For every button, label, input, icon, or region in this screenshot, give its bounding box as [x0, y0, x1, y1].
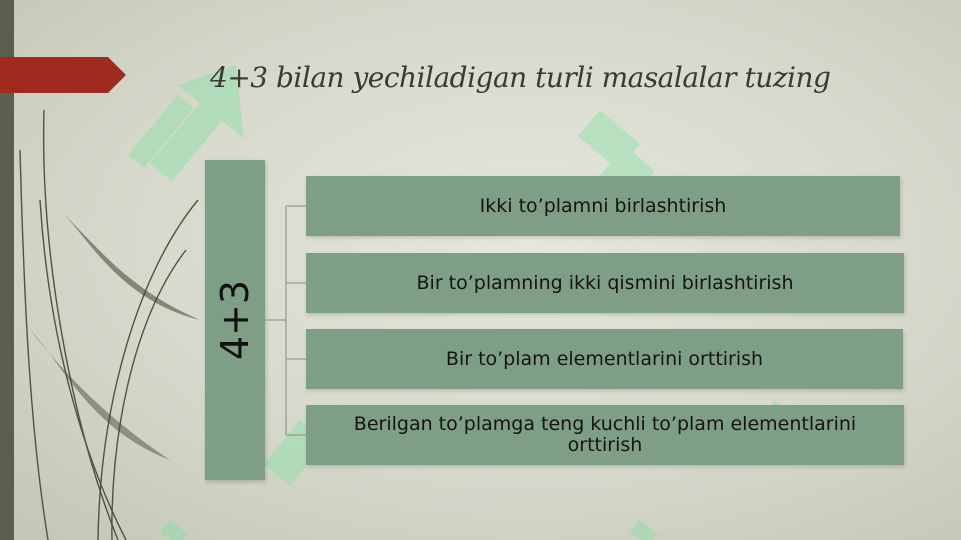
decorative-leaves — [30, 210, 200, 460]
diagram-branch-node: Berilgan to’plamga teng kuchli to’plam e… — [306, 405, 904, 465]
diagram-branch-node: Ikki to’plamni birlashtirish — [306, 176, 900, 236]
diagram-branch-label: Ikki to’plamni birlashtirish — [479, 194, 727, 217]
left-accent-strip — [0, 0, 14, 540]
diagram-branch-node: Bir to’plamning ikki qismini birlashtiri… — [306, 253, 904, 313]
diagram-branch-label: Bir to’plam elementlarini orttirish — [445, 347, 764, 370]
diagram-root-node: 4+3 — [205, 160, 265, 480]
diagram-branch-label: Bir to’plamning ikki qismini birlashtiri… — [416, 271, 794, 294]
arrow-pentagon-icon — [0, 57, 126, 93]
diagram-branch-label: Berilgan to’plamga teng kuchli to’plam e… — [353, 413, 857, 456]
decorative-curves — [19, 109, 199, 540]
slide-title: 4+3 bilan yechiladigan turli masalalar t… — [210, 61, 831, 94]
diagram-root-label: 4+3 — [213, 279, 257, 361]
diagram-branch-node: Bir to’plam elementlarini orttirish — [306, 329, 903, 389]
